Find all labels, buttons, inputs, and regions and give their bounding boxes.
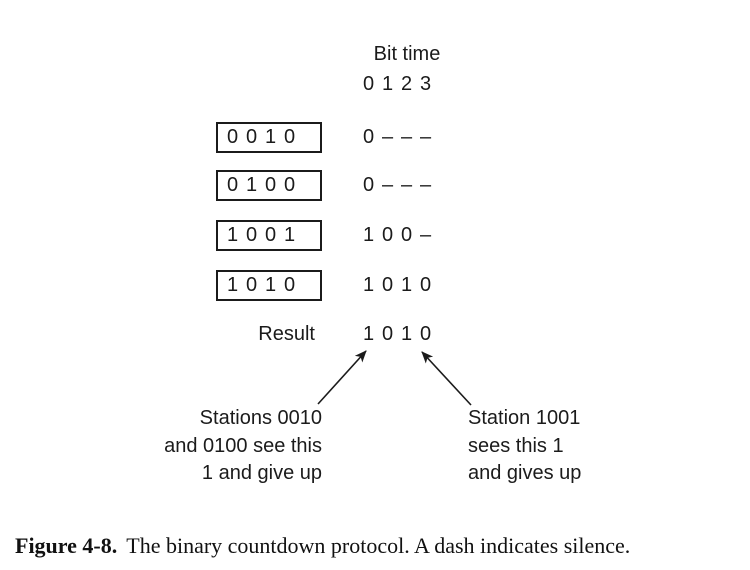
- tick-label: 1: [381, 73, 394, 95]
- figure-caption-text: The binary countdown protocol. A dash in…: [126, 533, 631, 558]
- transmitted-bit: –: [419, 126, 432, 148]
- annotation-stations-give-up: Stations 0010 and 0100 see this 1 and gi…: [22, 405, 322, 488]
- address-bit: 0: [226, 174, 239, 196]
- station-address-box-0010: 0 0 1 0: [216, 122, 322, 153]
- result-bit: 1: [362, 323, 375, 345]
- annotation-line: 1 and give up: [201, 462, 322, 484]
- transmitted-bit: –: [400, 126, 413, 148]
- transmitted-bit: 1: [400, 274, 413, 296]
- address-bit: 0: [264, 224, 277, 246]
- result-label: Result: [258, 323, 315, 345]
- address-bit: 0: [245, 126, 258, 148]
- left-annotation-arrow-icon: [317, 350, 367, 405]
- result-bit: 0: [419, 323, 432, 345]
- address-bit: 0: [245, 274, 258, 296]
- transmitted-bit: 0: [419, 274, 432, 296]
- transmitted-bit: 0: [381, 224, 394, 246]
- tick-label: 2: [400, 73, 413, 95]
- transmitted-bit: –: [419, 174, 432, 196]
- transmitted-bit: –: [381, 126, 394, 148]
- tick-label: 3: [419, 73, 432, 95]
- right-annotation-arrow-icon: [421, 351, 472, 406]
- transmitted-bit: –: [381, 174, 394, 196]
- address-bit: 1: [264, 274, 277, 296]
- result-bit: 1: [400, 323, 413, 345]
- address-bit: 0: [264, 174, 277, 196]
- transmitted-bit: –: [400, 174, 413, 196]
- transmitted-bit: 0: [362, 174, 375, 196]
- address-bit: 1: [226, 224, 239, 246]
- address-bit: 0: [283, 126, 296, 148]
- transmitted-bit: 0: [362, 126, 375, 148]
- address-bit: 0: [226, 126, 239, 148]
- address-bit: 1: [226, 274, 239, 296]
- address-bit: 0: [283, 274, 296, 296]
- bit-time-label: Bit time: [373, 43, 441, 65]
- annotation-line: Stations 0010: [199, 407, 322, 429]
- address-bit: 0: [283, 174, 296, 196]
- transmitted-bit: 0: [400, 224, 413, 246]
- station-1010-transmission: 1 0 1 0: [359, 270, 435, 301]
- address-bit: 1: [264, 126, 277, 148]
- station-address-box-1001: 1 0 0 1: [216, 220, 322, 251]
- transmitted-bit: 0: [381, 274, 394, 296]
- result-bits: 1 0 1 0: [359, 319, 435, 350]
- station-address-box-1010: 1 0 1 0: [216, 270, 322, 301]
- bit-time-ticks: 0 1 2 3: [359, 70, 435, 98]
- address-bit: 1: [283, 224, 296, 246]
- annotation-line: sees this 1: [468, 434, 564, 457]
- station-0100-transmission: 0 – – –: [359, 170, 435, 201]
- tick-label: 0: [362, 73, 375, 95]
- transmitted-bit: –: [419, 224, 432, 246]
- annotation-station-gives-up: Station 1001 sees this 1 and gives up: [468, 405, 581, 488]
- transmitted-bit: 1: [362, 224, 375, 246]
- station-0010-transmission: 0 – – –: [359, 122, 435, 153]
- station-address-box-0100: 0 1 0 0: [216, 170, 322, 201]
- result-bit: 0: [381, 323, 394, 345]
- annotation-line: and gives up: [468, 462, 582, 484]
- address-bit: 1: [245, 174, 258, 196]
- annotation-line: Station 1001: [468, 407, 581, 429]
- address-bit: 0: [245, 224, 258, 246]
- transmitted-bit: 1: [362, 274, 375, 296]
- figure-caption-label: Figure 4-8.: [15, 533, 118, 558]
- annotation-line: and 0100 see this: [164, 434, 322, 457]
- figure-caption: Figure 4-8. The binary countdown protocol…: [15, 533, 745, 559]
- station-1001-transmission: 1 0 0 –: [359, 220, 435, 251]
